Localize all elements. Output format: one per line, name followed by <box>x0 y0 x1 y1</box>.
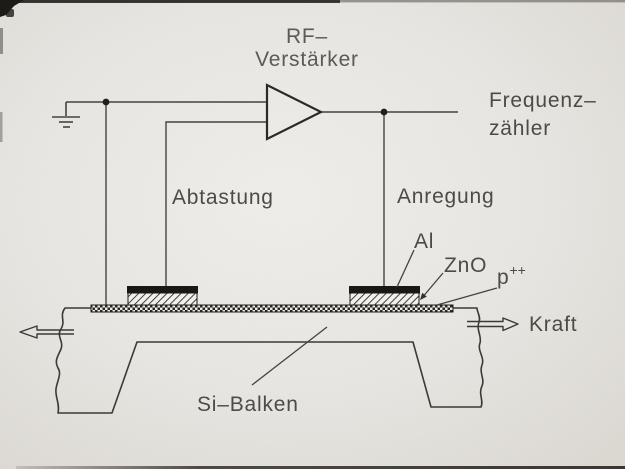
al-electrode-left <box>127 286 198 294</box>
p-plus-label-base: p <box>497 266 509 289</box>
leader-si-beam <box>251 326 328 386</box>
scan-edge-left-mark1 <box>0 28 3 54</box>
leader-p-plus <box>436 287 498 306</box>
junction-dot <box>380 108 388 116</box>
rf-amplifier-label-line2: Verstärker <box>255 48 359 71</box>
ground-icon <box>52 102 80 128</box>
si-beam-label: Si–Balken <box>197 393 299 416</box>
junction-dot <box>102 98 110 106</box>
zno-layer-left <box>127 292 198 306</box>
force-label: Kraft <box>529 313 577 336</box>
scan-edge-bottom <box>16 466 625 469</box>
scan-edge-top-dark <box>0 0 340 3</box>
scan-edge-left-mark2 <box>0 112 3 142</box>
frequency-counter-label-line2: zähler <box>489 117 551 140</box>
p-plus-label-superscript: ++ <box>509 262 525 278</box>
excitation-label: Anregung <box>397 185 494 208</box>
p-plus-layer-band <box>90 304 454 313</box>
leader-zno <box>420 272 444 300</box>
frequency-counter-label-line1: Frequenz– <box>489 89 597 112</box>
p-plus-label: p++ <box>497 262 526 289</box>
al-electrode-right <box>349 286 420 294</box>
rf-amplifier-label-line1: RF– <box>286 25 328 48</box>
circuit-wires <box>66 101 458 305</box>
si-beam-structure-outline <box>55 307 484 414</box>
leader-zno-arrowhead <box>420 292 427 300</box>
scan-corner-speck <box>6 9 14 17</box>
leader-lines <box>251 249 498 386</box>
force-arrow-right-icon <box>467 317 519 332</box>
force-arrow-left-icon <box>19 325 74 339</box>
leader-al <box>396 249 415 288</box>
wire-amp-to-sampling-electrode <box>165 121 267 286</box>
sampling-label: Abtastung <box>172 186 274 209</box>
amplifier-triangle-icon <box>265 83 324 141</box>
zno-label: ZnO <box>444 254 487 277</box>
al-label: Al <box>414 230 434 253</box>
zno-layer-right <box>349 292 420 306</box>
